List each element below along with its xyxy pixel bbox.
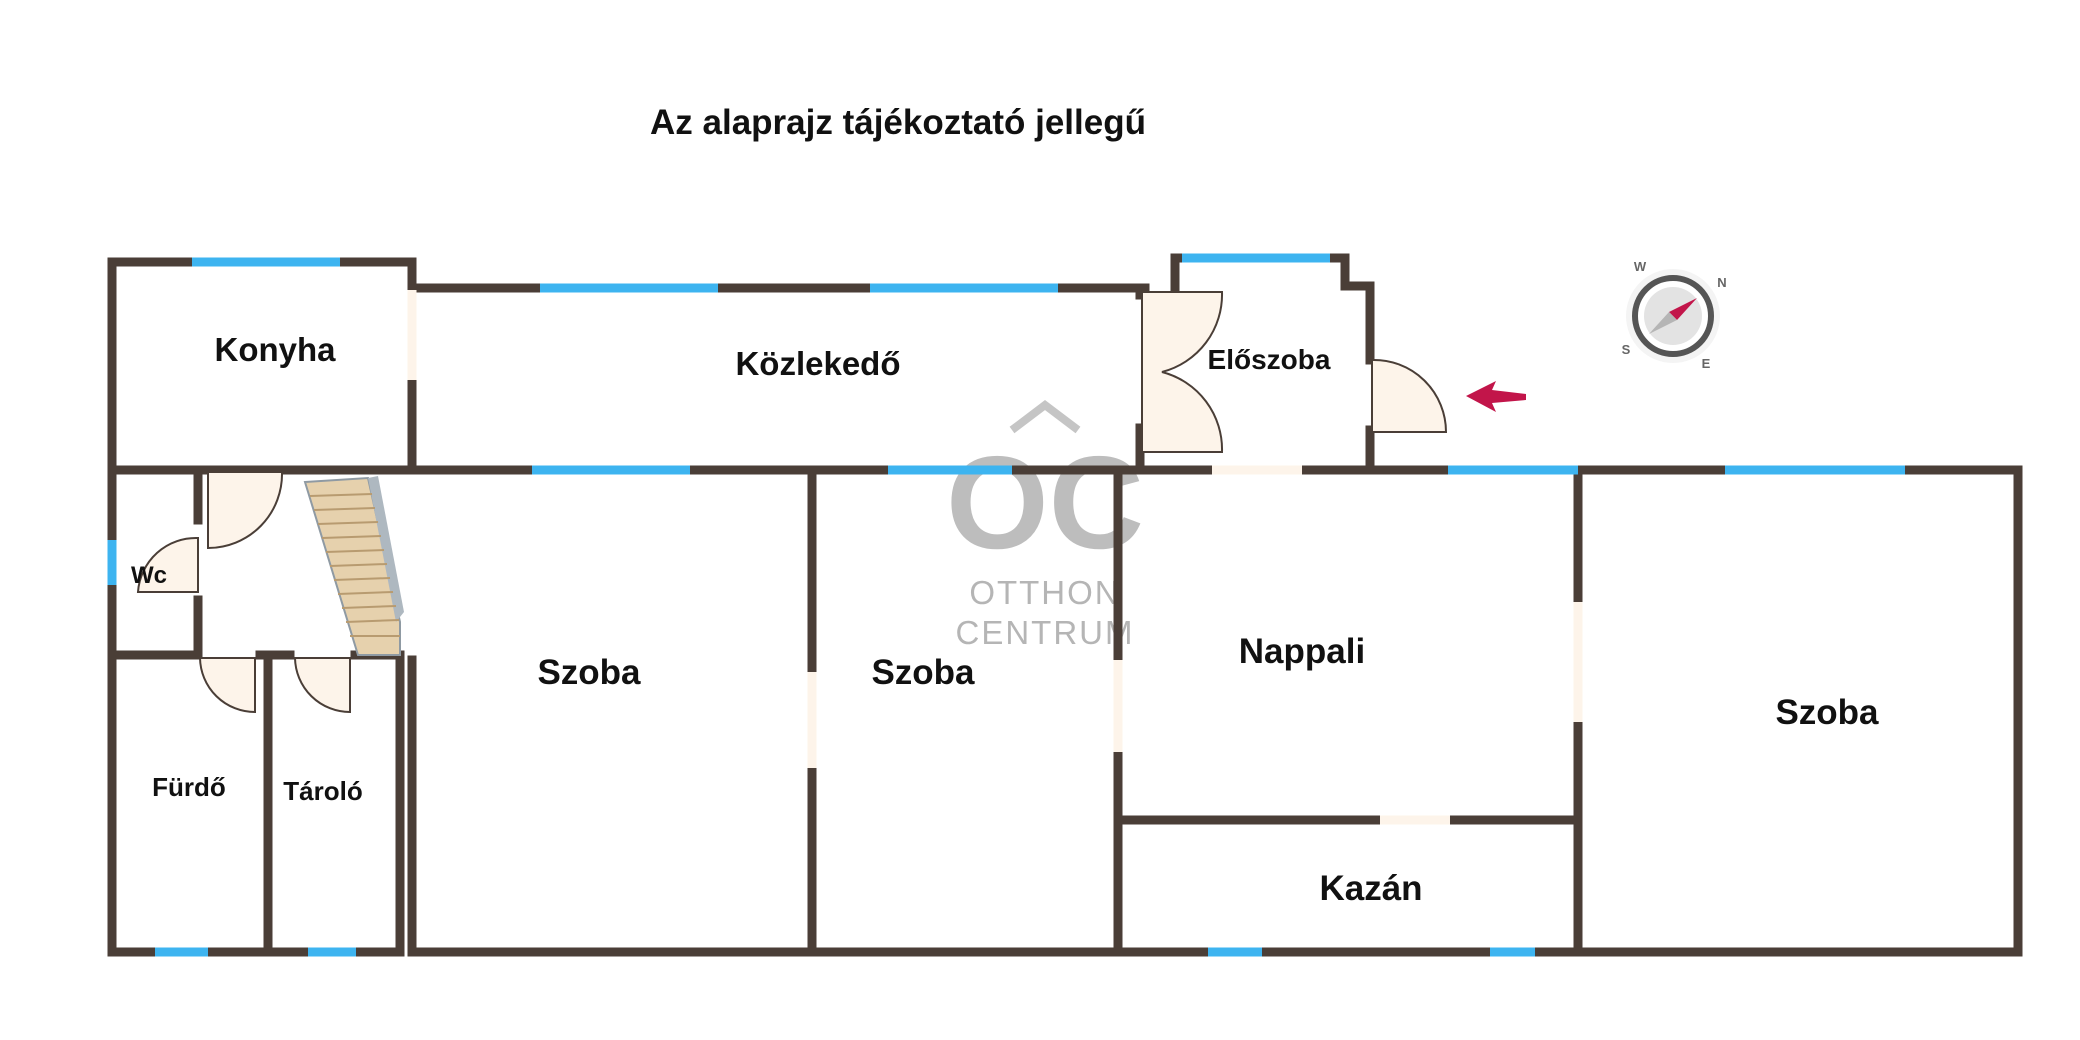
room-label-kazan: Kazán bbox=[1319, 869, 1422, 908]
room-label-eloszoba: Előszoba bbox=[1208, 344, 1331, 375]
room-label-szoba-2: Szoba bbox=[871, 653, 975, 692]
door-wc bbox=[136, 536, 199, 593]
room-label-kozlekedo: Közlekedő bbox=[735, 345, 900, 382]
room-label-wc: Wc bbox=[131, 562, 167, 589]
watermark-logo: OC bbox=[946, 429, 1144, 576]
compass-s: S bbox=[1622, 342, 1631, 357]
door-furdo bbox=[198, 657, 256, 714]
watermark: OC OTTHON CENTRUM bbox=[946, 399, 1144, 651]
doors bbox=[136, 291, 1448, 714]
room-label-konyha: Konyha bbox=[214, 331, 336, 368]
disclaimer-title: Az alaprajz tájékoztató jellegű bbox=[650, 103, 1146, 142]
openings bbox=[407, 290, 1583, 825]
compass-n: N bbox=[1717, 275, 1726, 290]
compass-icon: N W S E bbox=[1622, 259, 1727, 371]
watermark-roof bbox=[1009, 399, 1081, 434]
room-label-szoba-3: Szoba bbox=[1775, 693, 1879, 732]
staircase-icon bbox=[303, 476, 404, 656]
compass-w: W bbox=[1634, 259, 1647, 274]
door-hall bbox=[207, 471, 284, 550]
watermark-line2: CENTRUM bbox=[956, 614, 1135, 651]
compass-e: E bbox=[1702, 356, 1711, 371]
room-label-szoba-1: Szoba bbox=[537, 653, 641, 692]
watermark-line1: OTTHON bbox=[969, 574, 1120, 611]
windows bbox=[107, 253, 1905, 957]
room-label-furdo: Fürdő bbox=[152, 772, 226, 802]
entrance-arrow-icon bbox=[1466, 381, 1526, 412]
room-label-tarolo: Tároló bbox=[283, 776, 362, 806]
door-tarolo bbox=[293, 657, 351, 714]
door-entry-left bbox=[1141, 291, 1224, 453]
walls bbox=[107, 253, 2023, 957]
door-entry-right bbox=[1371, 358, 1448, 433]
room-label-nappali: Nappali bbox=[1239, 632, 1365, 671]
